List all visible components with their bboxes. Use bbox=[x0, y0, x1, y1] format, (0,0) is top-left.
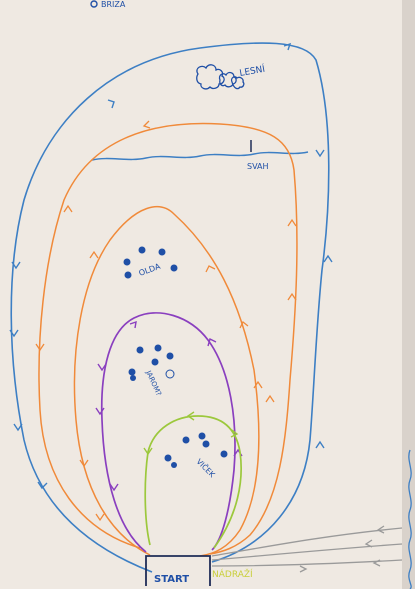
purple-arrows bbox=[95, 320, 243, 492]
hill-olda-dots bbox=[123, 246, 178, 279]
gray-paths bbox=[211, 525, 403, 573]
forest-label: LESNÍ bbox=[238, 63, 266, 79]
slope-line bbox=[91, 151, 309, 161]
orange-outer-route bbox=[38, 122, 298, 555]
start-box bbox=[145, 555, 211, 586]
hill-green-label: VIČEK bbox=[195, 457, 218, 480]
hill-green-dots bbox=[164, 432, 228, 468]
forest-icon bbox=[196, 64, 245, 90]
top-circle-icon bbox=[90, 0, 98, 8]
hill-olda-label: OLDA bbox=[138, 262, 162, 278]
station-label: NÁDRAŽÍ bbox=[212, 568, 253, 580]
top-corner-label: BRIZA bbox=[101, 0, 126, 9]
hill-purple-label: JAROM? bbox=[144, 369, 163, 398]
start-label: START bbox=[154, 574, 189, 585]
orange-inner-route bbox=[73, 206, 260, 557]
green-route bbox=[144, 415, 242, 549]
purple-route bbox=[100, 312, 236, 553]
green-arrows bbox=[143, 411, 239, 456]
blue-arrows bbox=[9, 42, 333, 490]
blue-route bbox=[10, 42, 330, 573]
hill-purple-ring bbox=[165, 369, 175, 379]
orange-inner-arrows bbox=[79, 250, 263, 522]
paper-edge bbox=[402, 0, 415, 589]
hill-purple-dots bbox=[128, 344, 174, 381]
right-edge-wave bbox=[408, 449, 412, 589]
slope-label: SVAH bbox=[247, 162, 269, 171]
orange-outer-arrows bbox=[35, 120, 297, 403]
